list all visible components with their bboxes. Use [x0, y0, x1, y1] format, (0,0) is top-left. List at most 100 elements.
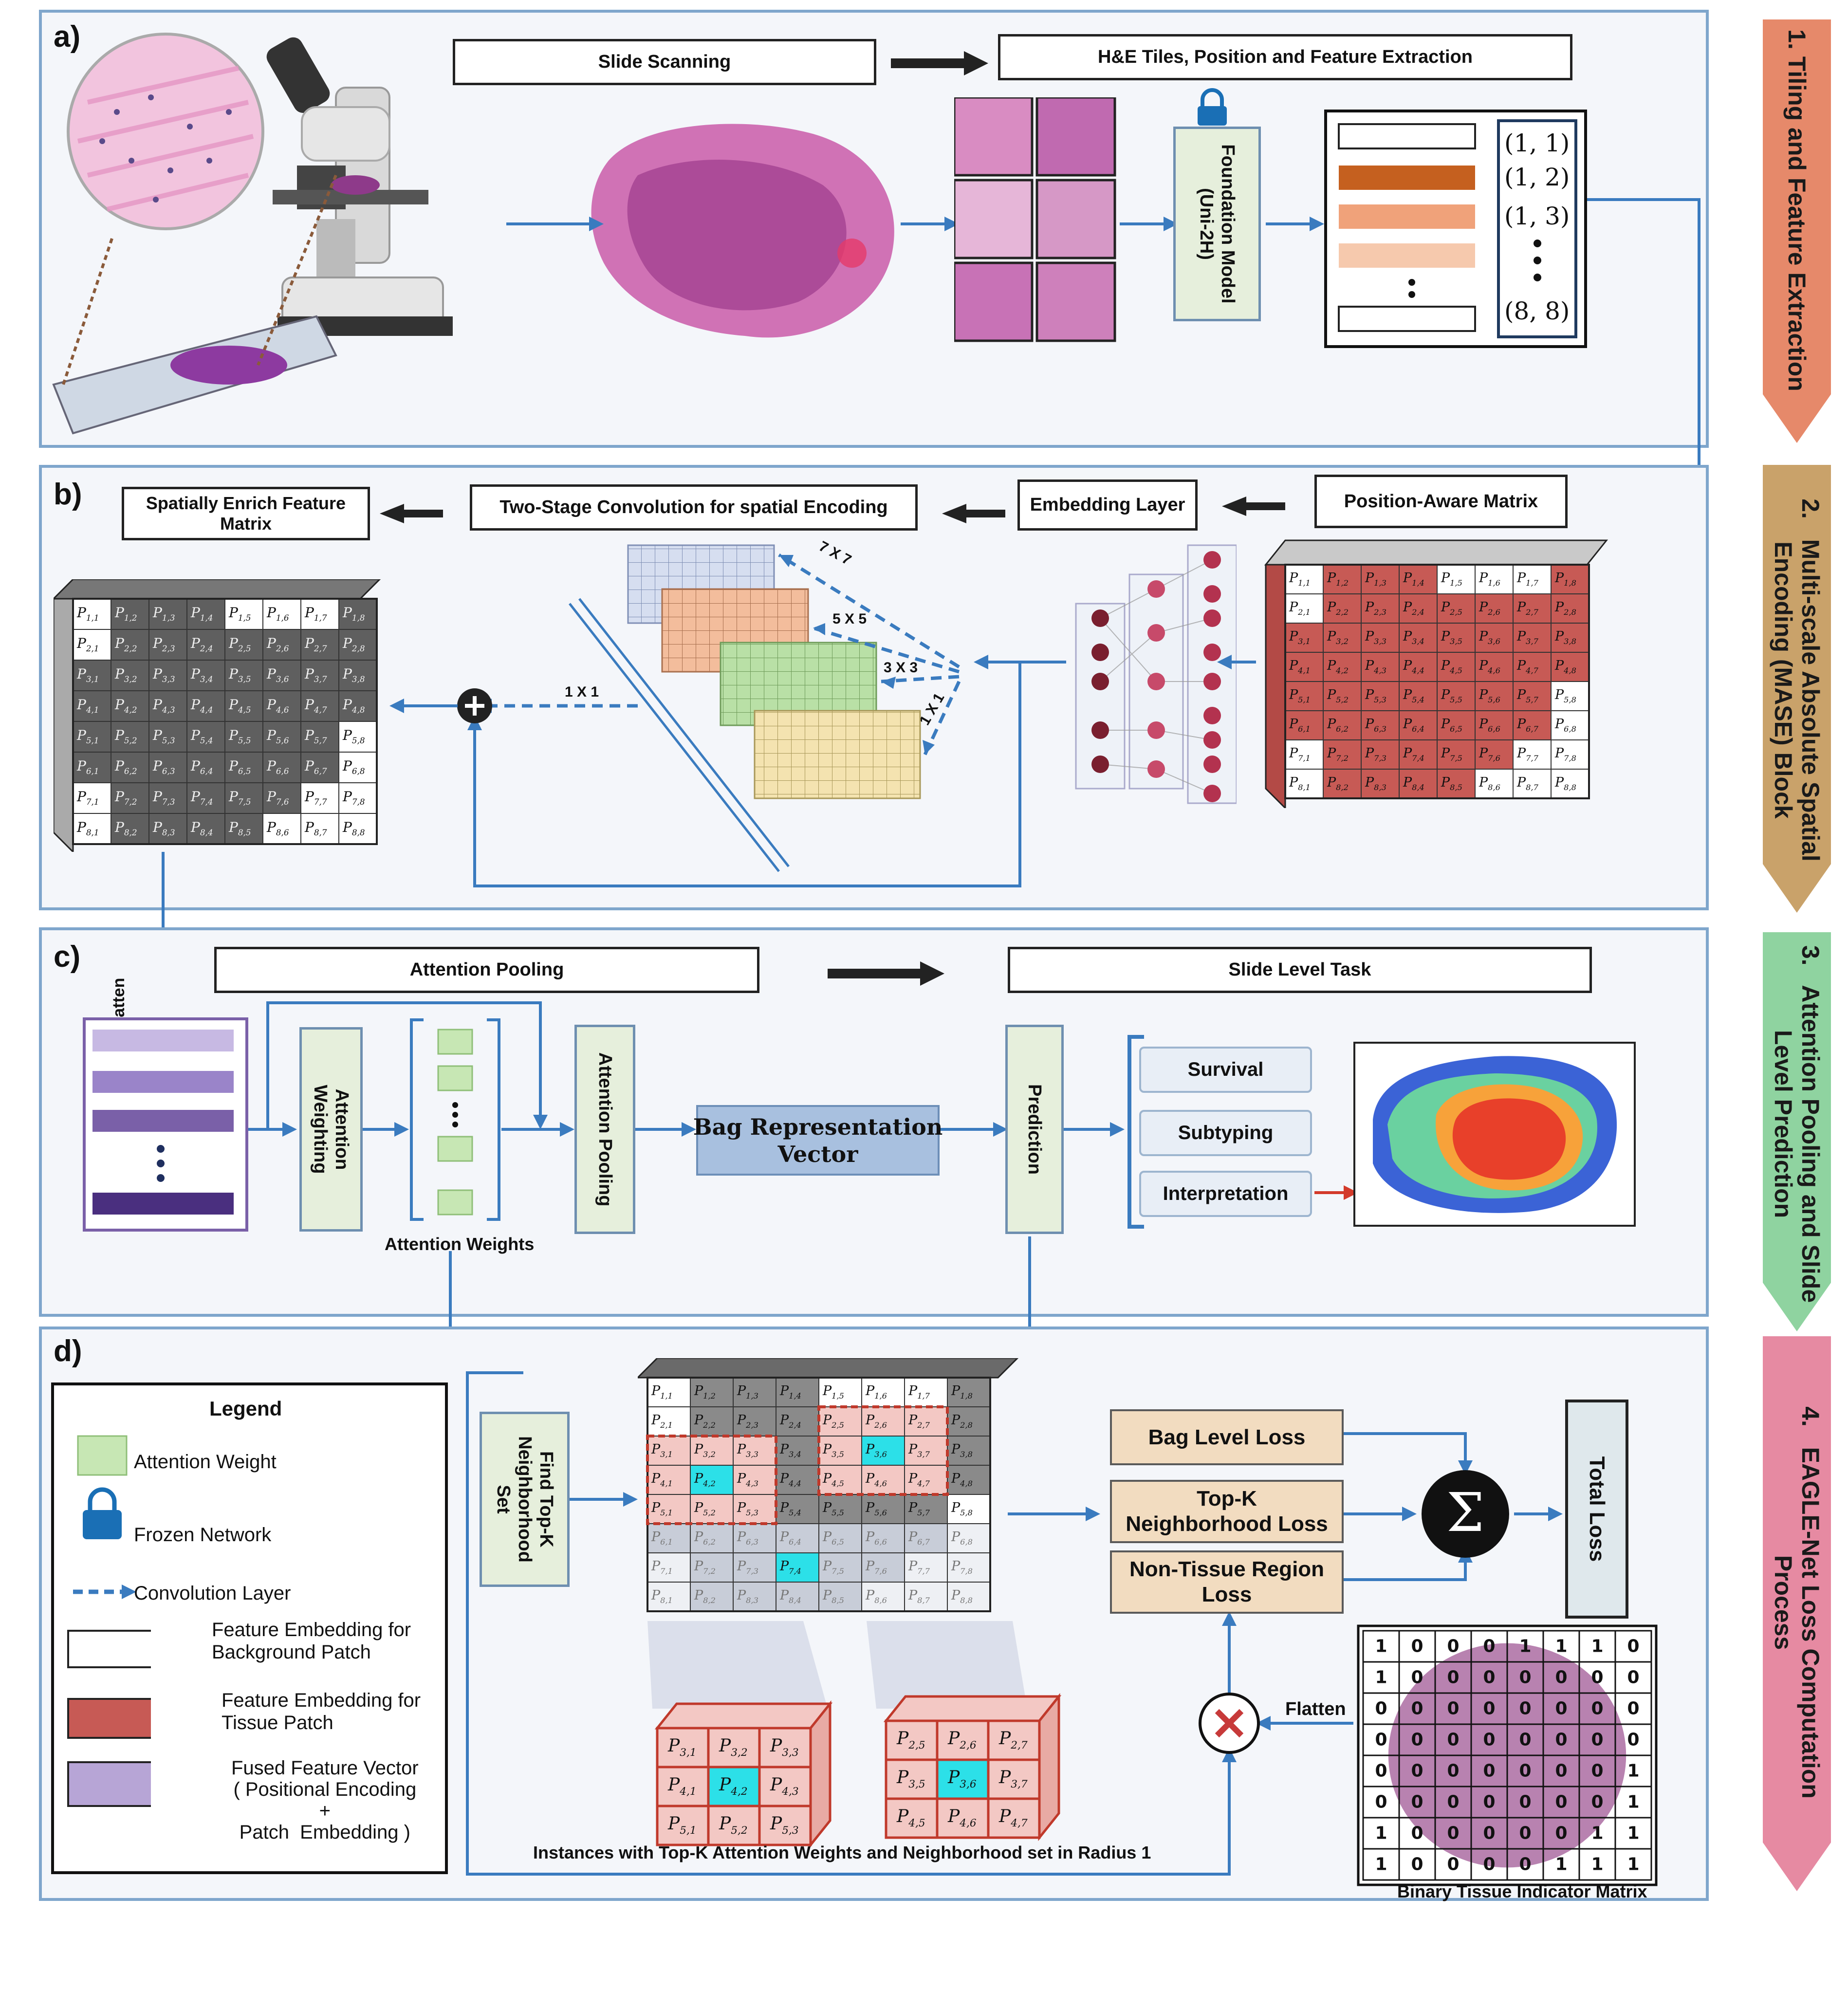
- binary-value: 0: [1591, 1730, 1603, 1750]
- patch-cell: [1285, 710, 1324, 740]
- bag-level-loss: Bag Level Loss: [1110, 1409, 1344, 1465]
- step-1-label: 1. Tiling and Feature Extraction: [1783, 29, 1811, 391]
- kernel-1x1-a: 1 X 1: [565, 684, 599, 700]
- patch-cell: [338, 782, 377, 814]
- patch-cell: [73, 782, 111, 814]
- patch-cell: [1551, 710, 1589, 740]
- task-interpretation: Interpretation: [1139, 1171, 1312, 1217]
- patch-cell: [1285, 769, 1324, 799]
- neighborhood-cell: [987, 1797, 1041, 1839]
- binary-value: 0: [1591, 1668, 1603, 1688]
- step-4-label: 4. EAGLE-Net Loss Computation Process: [1770, 1406, 1824, 1799]
- binary-value: 0: [1483, 1637, 1495, 1657]
- patch-cell: [224, 690, 263, 722]
- patch-cell: [1399, 564, 1438, 594]
- binary-value: 0: [1411, 1637, 1423, 1657]
- patch-cell: [338, 660, 377, 691]
- patch-cell: [224, 721, 263, 753]
- binary-value: 0: [1411, 1730, 1423, 1750]
- patch-label: P4,4: [779, 1471, 801, 1488]
- tissue-slide-image: [591, 124, 894, 338]
- patch-cell: [1323, 769, 1362, 799]
- neighborhood-cell: [707, 1805, 761, 1846]
- binary-value: 0: [1555, 1730, 1567, 1750]
- binary-value: 0: [1627, 1730, 1639, 1750]
- binary-value: 0: [1447, 1699, 1459, 1719]
- patch-cell: [776, 1494, 819, 1524]
- binary-value: 0: [1483, 1761, 1495, 1781]
- binary-value: 0: [1447, 1761, 1459, 1781]
- neighborhood-cell: [656, 1805, 710, 1846]
- legend-tissue-text: Feature Embedding for Tissue Patch: [222, 1690, 421, 1733]
- attention-weighting-label: Attention Weighting: [310, 1085, 352, 1174]
- patch-cell: [1437, 681, 1476, 711]
- patch-cell: [1399, 739, 1438, 770]
- patch-cell: [776, 1406, 819, 1437]
- binary-value: 0: [1483, 1792, 1495, 1812]
- binary-value: 1: [1591, 1824, 1603, 1843]
- arrow-c-top: [828, 961, 944, 986]
- attention-pooling-title: Attention Pooling: [214, 947, 759, 993]
- find-topk-label: Find Top-K Neighborhood Set: [493, 1436, 557, 1563]
- patch-cell: [1513, 739, 1552, 770]
- patch-cell: [186, 629, 225, 661]
- binary-value: 1: [1375, 1668, 1387, 1688]
- patch-cell: [947, 1406, 991, 1437]
- binary-value: 0: [1555, 1792, 1567, 1812]
- patch-cell: [647, 1406, 691, 1437]
- patch-cell: [904, 1552, 948, 1583]
- step-3-label: 3. Attention Pooling and Slide Level Pre…: [1770, 945, 1824, 1302]
- binary-value: 0: [1519, 1699, 1531, 1719]
- patch-cell: [224, 660, 263, 691]
- patch-cell: [1323, 564, 1362, 594]
- patch-cell: [224, 782, 263, 814]
- patch-cell: [186, 598, 225, 630]
- binary-value: 0: [1447, 1824, 1459, 1843]
- patch-label: P8,8: [951, 1588, 973, 1605]
- find-topk-text: Find Top-K Neighborhood Set: [493, 1436, 556, 1563]
- arrow-slide-to-tiles: [901, 217, 959, 231]
- legend-convolution-layer: Convolution Layer: [134, 1583, 291, 1604]
- binary-value: 1: [1519, 1637, 1531, 1657]
- binary-value: 0: [1627, 1637, 1639, 1657]
- binary-value: 0: [1447, 1637, 1459, 1657]
- patch-cell: [73, 721, 111, 753]
- tiles-grid: [954, 97, 1116, 342]
- step-1-shape: [1763, 19, 1831, 443]
- binary-value: 0: [1483, 1855, 1495, 1875]
- patch-cell: [1323, 593, 1362, 624]
- spatial-enrich-text: Spatially Enrich Feature Matrix: [146, 493, 346, 534]
- neighborhood-cell: [758, 1727, 812, 1769]
- bag-vector-text: Bag Representation Vector: [693, 1113, 943, 1167]
- attention-heatmap: [1373, 1056, 1617, 1213]
- patch-cell: [73, 752, 111, 783]
- patch-cell: [1475, 769, 1514, 799]
- patch-cell: [818, 1406, 862, 1437]
- position-1-2: (1, 2): [1504, 163, 1570, 191]
- neighborhood-cell: [758, 1805, 812, 1846]
- patch-label: P8,2: [114, 819, 137, 837]
- tiles-title-label: H&E Tiles, Position and Feature Extracti…: [998, 34, 1572, 80]
- attention-weights-caption: Attention Weights: [385, 1234, 535, 1254]
- foundation-model-text: Foundation Model (Uni-2H): [1196, 144, 1238, 304]
- patch-cell: [904, 1406, 948, 1437]
- legend-title: Legend: [209, 1397, 282, 1420]
- binary-value: 0: [1555, 1699, 1567, 1719]
- patch-cell: [148, 752, 187, 783]
- neighborhood-cell: [885, 1797, 939, 1839]
- binary-value: 0: [1375, 1699, 1387, 1719]
- patch-cell: [1513, 564, 1552, 594]
- patch-cell: [1551, 593, 1589, 624]
- attention-pooling-box: Attention Pooling: [574, 1025, 635, 1234]
- patch-cell: [1361, 681, 1400, 711]
- legend-attention-weight: Attention Weight: [134, 1451, 277, 1473]
- patch-cell: [148, 598, 187, 630]
- patch-cell: [904, 1436, 948, 1466]
- legend-background-text: Feature Embedding for Background Patch: [212, 1619, 411, 1663]
- nontissue-region-loss: Non-Tissue Region Loss: [1110, 1550, 1344, 1614]
- patch-cell: [690, 1377, 734, 1407]
- binary-value: 0: [1519, 1824, 1531, 1843]
